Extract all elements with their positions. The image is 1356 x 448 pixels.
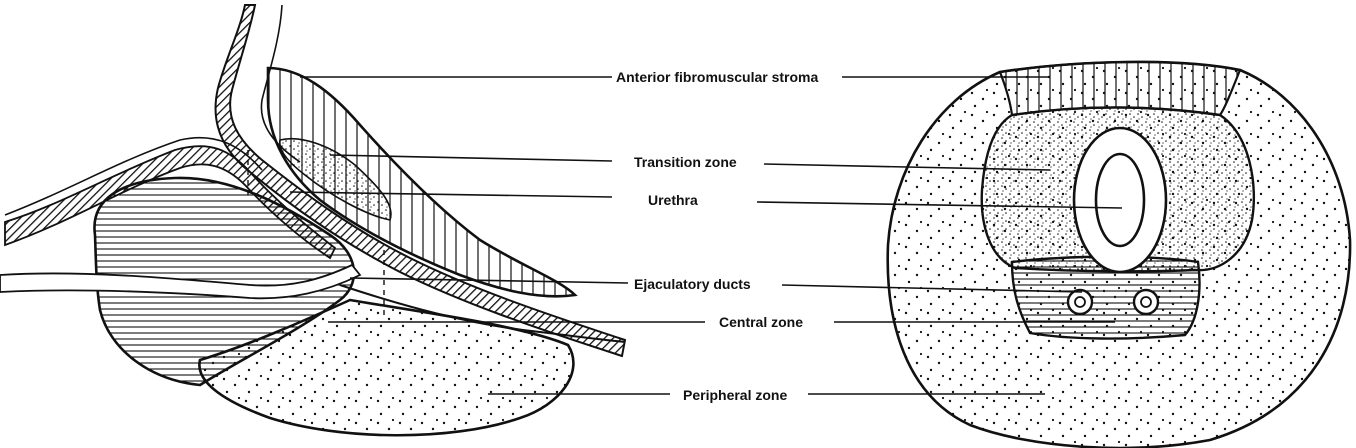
label-urethra: Urethra (648, 192, 698, 208)
seminal-vesicle-band (4, 145, 337, 260)
sagittal-anterior-stroma (266, 66, 578, 298)
axial-ejaculatory-duct-left (1066, 288, 1094, 316)
leader-urethra-left (289, 191, 613, 198)
label-ejaculatory-ducts: Ejaculatory ducts (634, 276, 751, 292)
leader-transition-right (763, 163, 1051, 171)
axial-ejaculatory-duct-right (1132, 288, 1160, 316)
sagittal-urethra (214, 4, 627, 358)
sagittal-urethral-wall (339, 284, 626, 343)
sagittal-central-zone (93, 176, 356, 387)
label-transition-zone: Transition zone (634, 154, 737, 170)
sagittal-ejaculatory-duct (0, 263, 362, 300)
leader-transition-left (329, 154, 613, 162)
axial-urethra-lumen (1094, 152, 1146, 248)
leader-lines (289, 76, 1123, 395)
sagittal-transition-zone (279, 137, 392, 221)
leader-ejac-right (781, 284, 1083, 293)
leader-ejac-left (349, 277, 629, 284)
label-central-zone: Central zone (719, 314, 804, 330)
label-peripheral-zone: Peripheral zone (683, 387, 788, 403)
leader-urethra-right (756, 201, 1123, 209)
label-anterior-fibromuscular-stroma: Anterior fibromuscular stroma (616, 69, 819, 85)
sagittal-view (0, 4, 627, 437)
axial-view (886, 60, 1352, 448)
